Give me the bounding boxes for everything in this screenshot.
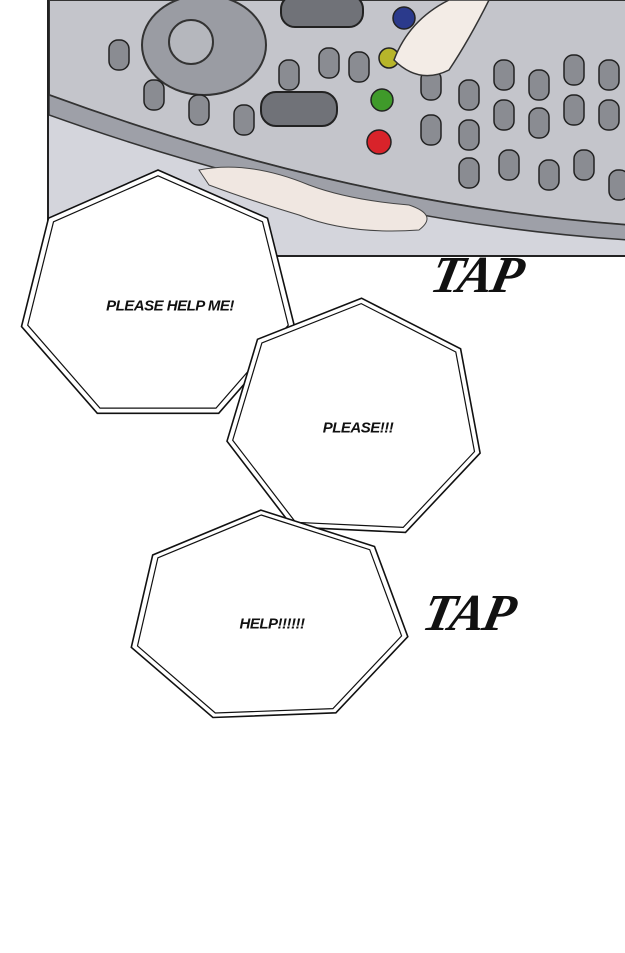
hand [198, 166, 428, 232]
speech-bubble-text: PLEASE!!! [322, 419, 394, 437]
speech-bubble-outline-1 [20, 169, 296, 415]
blue-button [392, 6, 416, 30]
speech-bubble-text: PLEASE HELP ME! [106, 297, 234, 315]
red-button [366, 129, 392, 155]
speech-bubble-text: HELP!!!!!! [239, 615, 305, 633]
finger [393, 0, 490, 77]
sound-effect-tap: TAP [425, 247, 528, 304]
sound-effect-tap: TAP [417, 585, 520, 642]
speech-bubble-outline-3 [130, 509, 409, 719]
green-button [370, 88, 394, 112]
speech-bubble-outline-2 [226, 297, 481, 534]
